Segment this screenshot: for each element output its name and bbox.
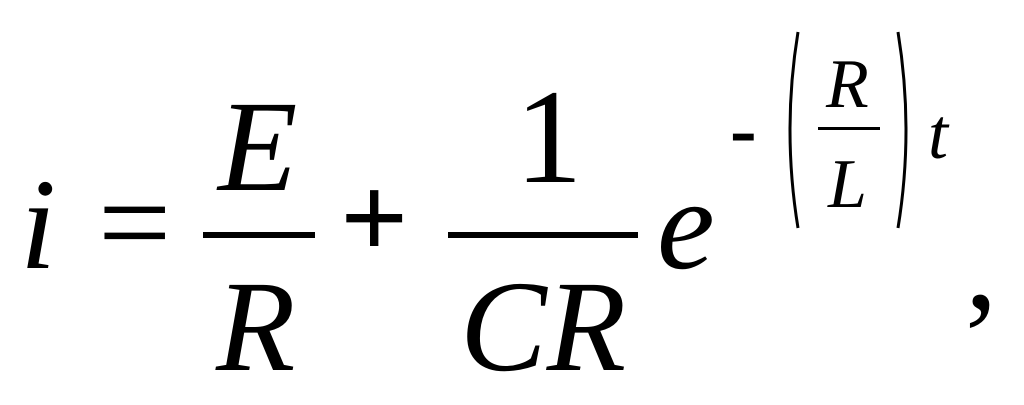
lhs-variable: i (20, 153, 57, 297)
term1-numerator: E (218, 75, 298, 219)
trailing-comma: , (965, 193, 998, 337)
exponential-base: e (657, 153, 715, 297)
exponent-left-paren (788, 31, 800, 229)
exponent-minus-sign: - (730, 86, 757, 174)
exponent-right-paren (896, 31, 908, 229)
term2-fraction-bar (448, 232, 638, 238)
term1-fraction-bar (203, 232, 315, 238)
exponent-fraction-bar (818, 127, 880, 130)
term1-denominator: R (216, 255, 296, 399)
exponent-fraction-numerator: R (826, 46, 869, 123)
term2-numerator: 1 (515, 63, 583, 212)
term2-denominator: CR (460, 255, 627, 399)
exponent-fraction-denominator: L (828, 146, 867, 223)
equals-sign: = (98, 151, 172, 295)
exponent-variable: t (928, 94, 949, 174)
plus-sign: + (340, 151, 409, 284)
